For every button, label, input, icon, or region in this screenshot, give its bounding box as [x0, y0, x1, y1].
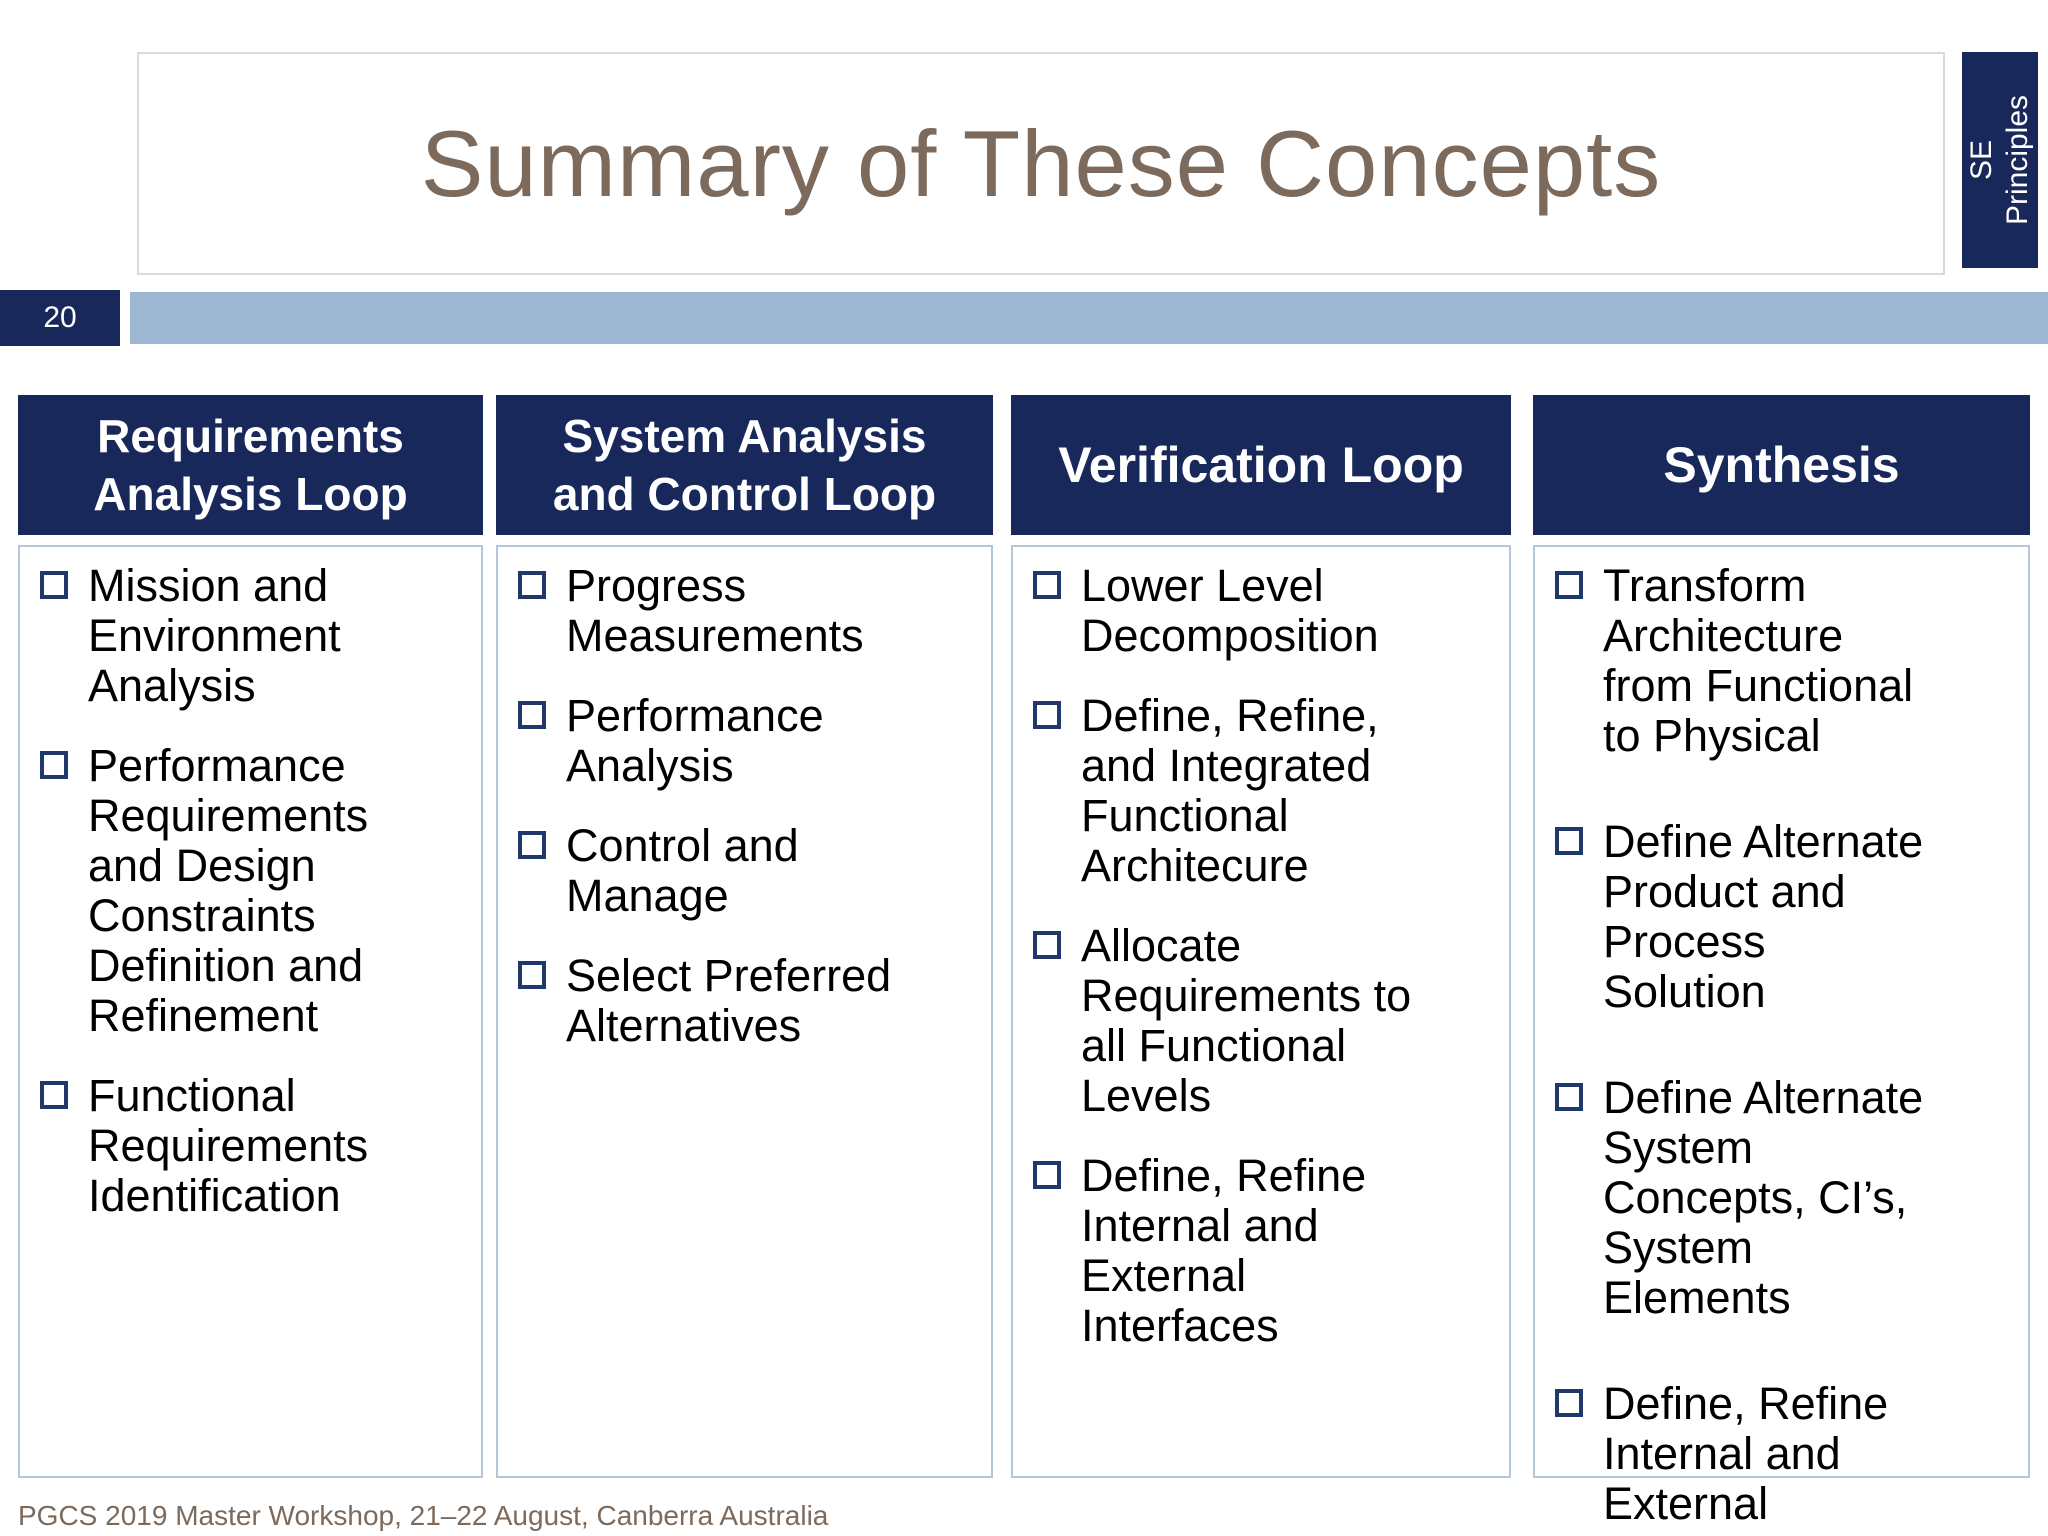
square-bullet-icon: [518, 701, 546, 729]
bullet-list: Mission and Environment Analysis Perform…: [20, 547, 481, 1221]
column-header-label: Verification Loop: [1058, 437, 1464, 493]
list-item-text: Define, Refine Internal and External: [1603, 1378, 1889, 1529]
list-item-text: Performance Analysis: [566, 690, 824, 791]
square-bullet-icon: [40, 571, 68, 599]
column-header-label: System Analysis and Control Loop: [552, 410, 937, 520]
square-bullet-icon: [1033, 931, 1061, 959]
list-item-text: Performance Requirements and Design Cons…: [88, 740, 369, 1041]
side-tab-label: SE Principles: [1965, 94, 2034, 226]
accent-bar: [130, 292, 2048, 344]
list-item: Allocate Requirements to all Functional …: [1033, 921, 1501, 1121]
concept-column: Requirements Analysis Loop Mission and E…: [18, 395, 483, 1478]
column-body: Mission and Environment Analysis Perform…: [18, 545, 483, 1478]
list-item: Define, Refine Internal and External: [1555, 1379, 2020, 1529]
list-item-text: Transform Architecture from Functional t…: [1603, 560, 1914, 761]
bullet-list: Lower Level Decomposition Define, Refine…: [1013, 547, 1509, 1351]
list-item-text: Functional Requirements Identification: [88, 1070, 369, 1221]
footer-text: PGCS 2019 Master Workshop, 21–22 August,…: [18, 1500, 829, 1531]
slide-title-box: Summary of These Concepts: [137, 52, 1945, 275]
slide-title: Summary of These Concepts: [420, 110, 1662, 216]
side-tab: SE Principles: [1962, 52, 2038, 268]
column-body: Lower Level Decomposition Define, Refine…: [1011, 545, 1511, 1478]
list-item: Performance Analysis: [518, 691, 983, 791]
column-header: System Analysis and Control Loop: [496, 395, 993, 535]
column-header-label: Requirements Analysis Loop: [93, 410, 408, 520]
column-body: Progress Measurements Performance Analys…: [496, 545, 993, 1478]
bullet-list: Progress Measurements Performance Analys…: [498, 547, 991, 1051]
column-body: Transform Architecture from Functional t…: [1533, 545, 2030, 1529]
list-item: Functional Requirements Identification: [40, 1071, 473, 1221]
column-header: Synthesis: [1533, 395, 2030, 535]
list-item-text: Mission and Environment Analysis: [88, 560, 341, 711]
column-header-label: Synthesis: [1663, 437, 1900, 493]
square-bullet-icon: [1033, 701, 1061, 729]
list-item: Control and Manage: [518, 821, 983, 921]
list-item: Lower Level Decomposition: [1033, 561, 1501, 661]
list-item: Define, Refine, and Integrated Functiona…: [1033, 691, 1501, 891]
square-bullet-icon: [1555, 1083, 1583, 1111]
square-bullet-icon: [1555, 1389, 1583, 1417]
list-item: Define Alternate System Concepts, CI’s, …: [1555, 1073, 2020, 1323]
list-item: Select Preferred Alternatives: [518, 951, 983, 1051]
list-item-text: Define, Refine, and Integrated Functiona…: [1081, 690, 1379, 891]
list-item: Define Alternate Product and Process Sol…: [1555, 817, 2020, 1017]
list-item-text: Define Alternate Product and Process Sol…: [1603, 816, 1924, 1017]
concept-column: Synthesis Transform Architecture from Fu…: [1533, 395, 2030, 1529]
column-header: Requirements Analysis Loop: [18, 395, 483, 535]
list-item: Transform Architecture from Functional t…: [1555, 561, 2020, 761]
list-item: Performance Requirements and Design Cons…: [40, 741, 473, 1041]
square-bullet-icon: [1555, 827, 1583, 855]
list-item: Mission and Environment Analysis: [40, 561, 473, 711]
square-bullet-icon: [518, 831, 546, 859]
list-item-text: Define Alternate System Concepts, CI’s, …: [1603, 1072, 1924, 1323]
square-bullet-icon: [40, 751, 68, 779]
list-item: Define, Refine Internal and External Int…: [1033, 1151, 1501, 1351]
page-number: 20: [43, 301, 77, 334]
list-item: Progress Measurements: [518, 561, 983, 661]
list-item-text: Select Preferred Alternatives: [566, 950, 892, 1051]
concept-column: System Analysis and Control Loop Progres…: [496, 395, 993, 1478]
square-bullet-icon: [40, 1081, 68, 1109]
list-item-text: Define, Refine Internal and External Int…: [1081, 1150, 1367, 1351]
concept-column: Verification Loop Lower Level Decomposit…: [1011, 395, 1511, 1478]
list-item-text: Control and Manage: [566, 820, 799, 921]
page-number-box: 20: [0, 290, 120, 346]
list-item-text: Lower Level Decomposition: [1081, 560, 1379, 661]
square-bullet-icon: [1555, 571, 1583, 599]
square-bullet-icon: [1033, 1161, 1061, 1189]
square-bullet-icon: [518, 961, 546, 989]
square-bullet-icon: [1033, 571, 1061, 599]
list-item-text: Progress Measurements: [566, 560, 864, 661]
bullet-list: Transform Architecture from Functional t…: [1535, 547, 2028, 1529]
square-bullet-icon: [518, 571, 546, 599]
list-item-text: Allocate Requirements to all Functional …: [1081, 920, 1412, 1121]
column-header: Verification Loop: [1011, 395, 1511, 535]
